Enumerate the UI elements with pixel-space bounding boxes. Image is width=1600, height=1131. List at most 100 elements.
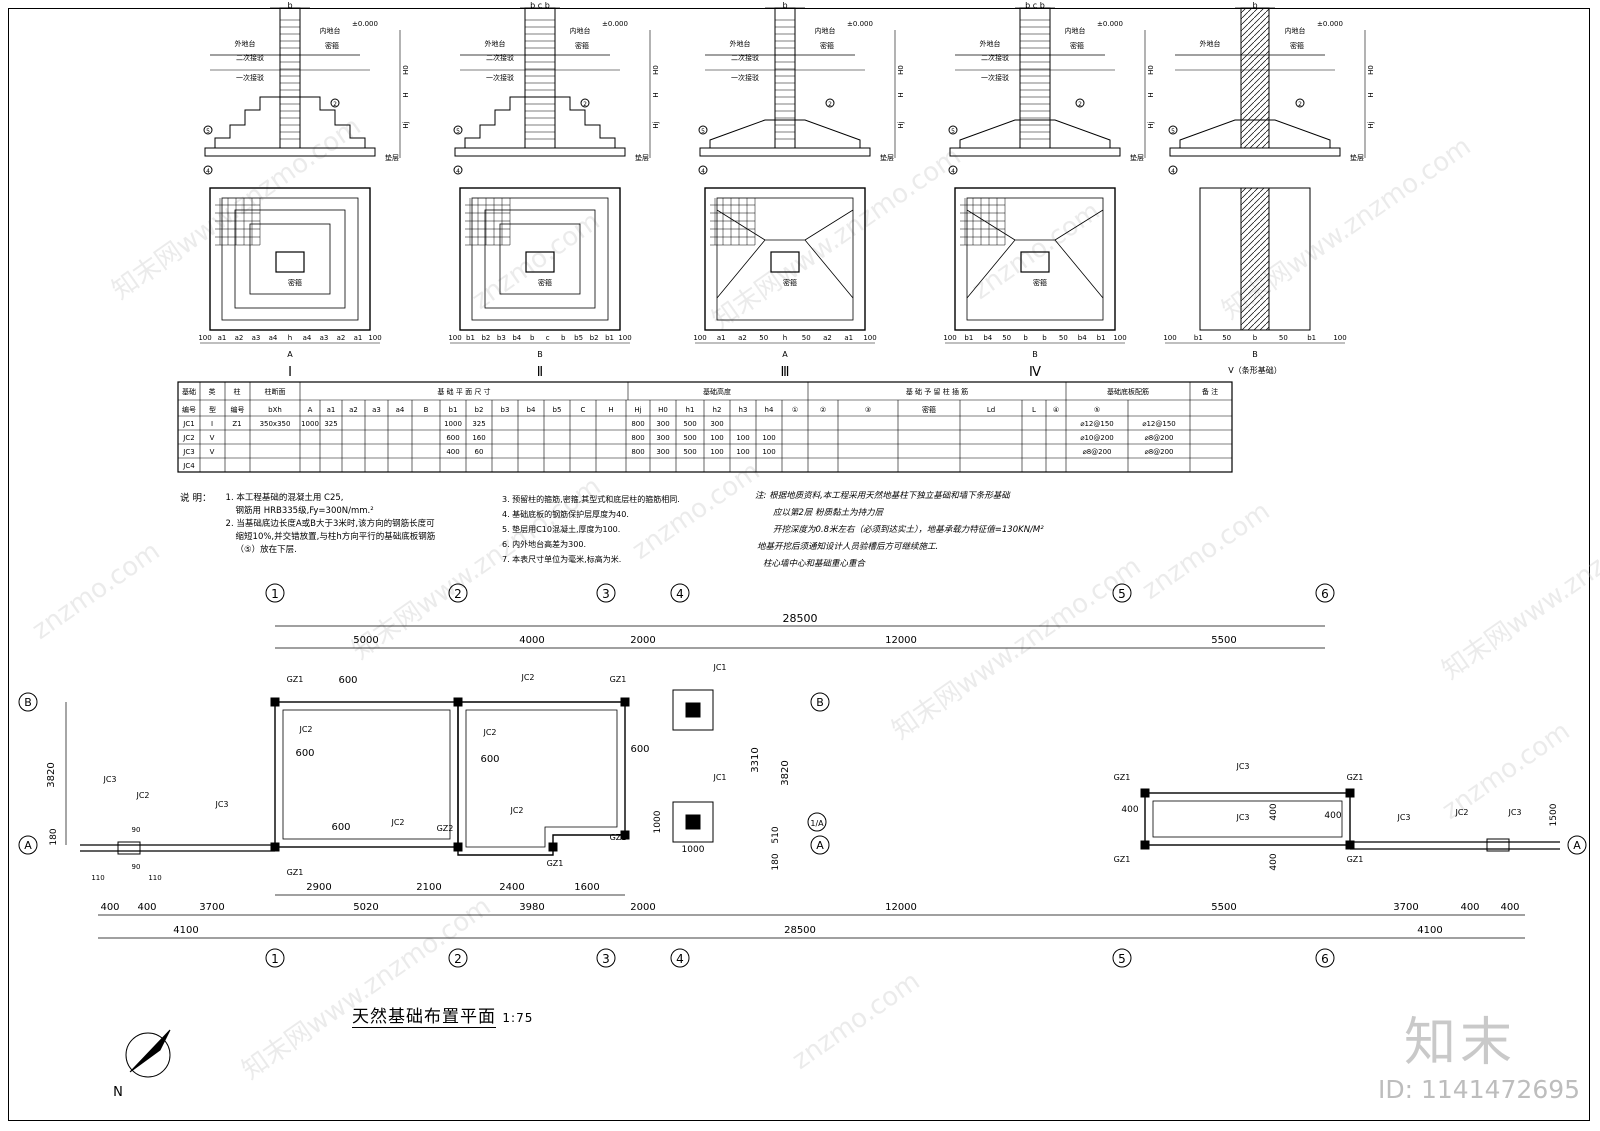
plan-dim: b [1042, 334, 1047, 342]
axis-label-top: 4 [676, 587, 684, 601]
note-r5: 柱心墙中心和基础重心重合 [763, 559, 866, 569]
pier [117, 841, 141, 855]
footing-type-label: Ⅲ [781, 365, 790, 380]
jc3-label: JC3 [1396, 813, 1410, 822]
dim-top-text: 5500 [1211, 635, 1236, 646]
cushion-label: 垫层 [1350, 153, 1364, 162]
axis-label-top: 6 [1321, 587, 1329, 601]
plan-dim: a1 [218, 334, 227, 342]
dim-bottom-text: 3700 [199, 902, 224, 913]
dim-right: 400 [1121, 805, 1138, 815]
dim-bottom-text: 4100 [1417, 925, 1442, 936]
table-subheader: A [308, 406, 313, 414]
dim-bottom-text: 400 [100, 902, 119, 913]
table-cell: ⌀10@200 [1080, 434, 1113, 442]
table-subheader: Ld [987, 406, 995, 414]
table-cell: 800 [631, 448, 644, 456]
plan-dim: a2 [823, 334, 832, 342]
elev-label: ±0.000 [1097, 20, 1123, 28]
table-subheader: h4 [765, 406, 774, 414]
indoor-label: 内地台 [570, 26, 591, 35]
axis-bubble-bottom [1112, 948, 1132, 968]
watermark-text: 知末网www.znzmo.com [887, 551, 1147, 745]
table-cell: 350x350 [260, 420, 291, 428]
plan-dim: b1 [1194, 334, 1203, 342]
plan-dim: b5 [574, 334, 583, 342]
table-subheader: b5 [553, 406, 562, 414]
axis-label-A: A [24, 839, 32, 852]
jc3-label: JC3 [1507, 808, 1521, 817]
watermark-text: znzmo.com [467, 206, 606, 316]
callout-num: 2 [828, 101, 832, 108]
jc2-label: JC2 [509, 806, 523, 815]
jc1-footing [672, 801, 714, 843]
table-subheader: H0 [658, 406, 668, 414]
table-header: 基础高度 [703, 387, 731, 396]
table-subheader: b4 [527, 406, 536, 414]
plan-dim: 100 [943, 334, 956, 342]
table-subheader: 编号 [182, 405, 196, 414]
plan-dim: h [288, 334, 292, 342]
table-subheader: L [1032, 406, 1036, 414]
primary-label: 一次接驳 [236, 73, 264, 82]
axis-label-bottom: 1 [271, 952, 279, 966]
plan-dim: 50 [1279, 334, 1288, 342]
height-dim: Hj [897, 121, 905, 128]
watermark-text: 知末网www.znzmo.com [107, 111, 367, 305]
dim-top-text: 12000 [885, 635, 917, 646]
outdoor-label: 外地台 [1200, 39, 1221, 48]
axis-bubble-top [670, 583, 690, 603]
dim-right: 400 [1324, 811, 1341, 821]
plan-dim: 100 [1333, 334, 1346, 342]
table-header: 基础 [182, 387, 196, 396]
callout-2 [330, 98, 340, 108]
callout-num: 2 [583, 101, 587, 108]
table-subheader: h2 [713, 406, 722, 414]
dim-bottom-text: 3980 [519, 902, 544, 913]
dim-jc1: 1000 [653, 810, 663, 833]
height-dim: H [1367, 92, 1375, 97]
column-gz [1140, 840, 1150, 850]
dim-600: 600 [630, 744, 649, 755]
plan-dim: 100 [863, 334, 876, 342]
jc1-column [685, 702, 701, 718]
column-gz [1345, 788, 1355, 798]
dim-bottom-text: 2100 [416, 882, 441, 893]
cushion [454, 147, 626, 157]
watermark-text: 知末网www.znzmo.com [1437, 491, 1600, 685]
table-cell: ⌀8@200 [1082, 448, 1111, 456]
room-left-inner [282, 709, 451, 840]
column-gz [270, 842, 280, 852]
tie-label: 密箍 [1290, 41, 1304, 50]
plan-dim-letter: A [782, 350, 788, 359]
height-dim: H [402, 92, 410, 97]
notes-title: 说 明： [180, 493, 212, 504]
callout-num: 4 [456, 168, 460, 175]
table-subheader: 编号 [231, 405, 245, 414]
watermark-text: 知末网www.znzmo.com [237, 891, 497, 1085]
note-r2: 应以第2层 粉质黏土为持力层 [773, 508, 884, 518]
callout-2 [825, 98, 835, 108]
room-far-right-inner [1152, 800, 1343, 838]
note-3: 3. 预留柱的箍筋,密箍,其型式和底层柱的箍筋相同. [502, 495, 680, 504]
table-cell: 800 [631, 434, 644, 442]
jc3-label: JC3 [214, 800, 228, 809]
plan-title: 天然基础布置平面 1:75 [352, 1002, 533, 1028]
table-subheader: 型 [209, 405, 216, 414]
table-subheader: ② [820, 406, 826, 414]
callout-4 [203, 165, 213, 175]
callout-2 [1295, 98, 1305, 108]
dim-600: 600 [331, 822, 350, 833]
plan-dim: b1 [1097, 334, 1106, 342]
plan-tie-label: 密箍 [1033, 278, 1047, 287]
callout-5 [453, 125, 463, 135]
column-gz [620, 830, 630, 840]
footing-type-label: Ⅳ [1029, 365, 1041, 380]
axis-label-top: 1 [271, 587, 279, 601]
jc3-label: JC3 [1235, 762, 1249, 771]
